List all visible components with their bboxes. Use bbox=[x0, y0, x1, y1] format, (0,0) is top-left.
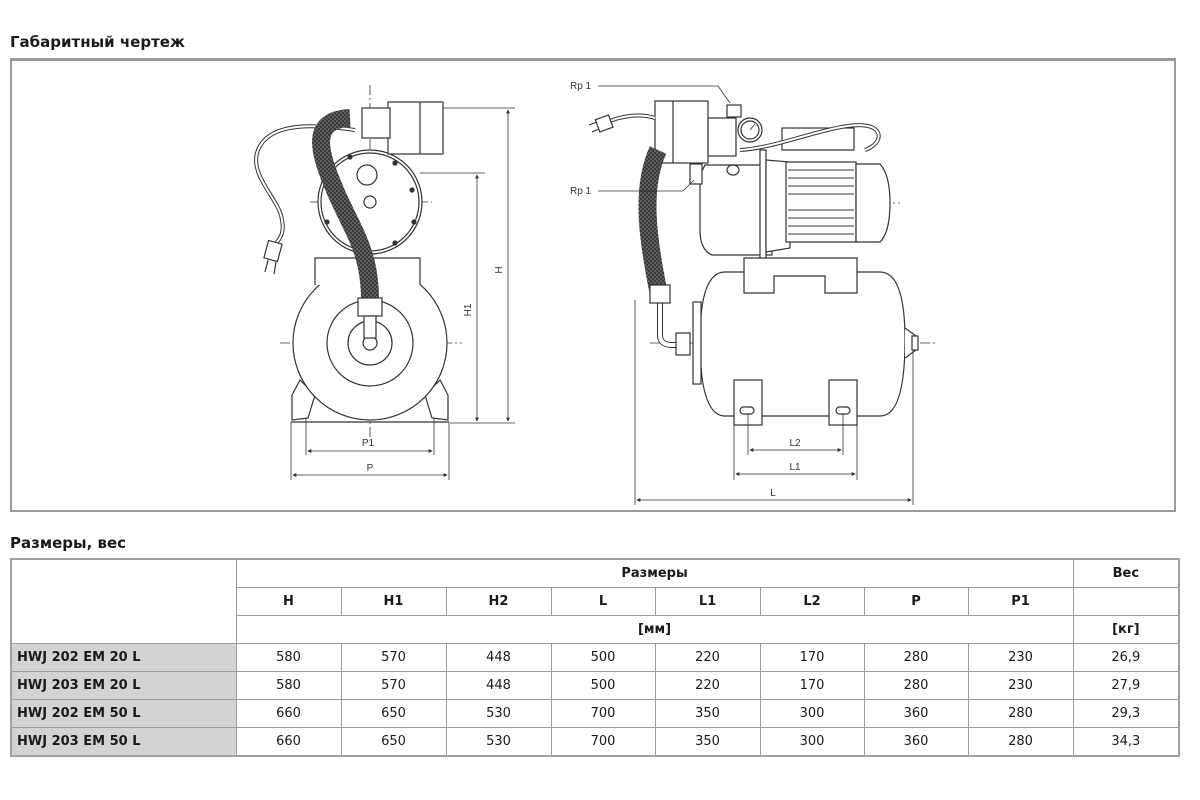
model-name: HWJ 203 EM 50 L bbox=[10, 727, 237, 757]
cell-l: 700 bbox=[550, 727, 656, 757]
dimensions-group-header: Размеры bbox=[235, 558, 1074, 588]
cell-p1: 230 bbox=[967, 671, 1074, 700]
cell-p: 280 bbox=[863, 643, 969, 672]
cell-h: 580 bbox=[235, 643, 342, 672]
table-row: HWJ 203 EM 20 L 580 570 448 500 220 170 … bbox=[10, 671, 1180, 700]
pressure-fitting bbox=[361, 107, 391, 139]
label-rp1-discharge: Rp 1 bbox=[570, 81, 592, 92]
suction-port bbox=[689, 163, 703, 185]
cell-h2: 530 bbox=[445, 727, 552, 757]
power-plug-icon bbox=[263, 239, 283, 275]
label-h1: H1 bbox=[463, 303, 474, 316]
motor bbox=[785, 161, 857, 243]
pressure-switch-box bbox=[387, 101, 444, 155]
cell-h2: 448 bbox=[445, 671, 552, 700]
cell-h2: 448 bbox=[445, 643, 552, 672]
pump-bolts bbox=[324, 154, 417, 246]
cell-p: 280 bbox=[863, 671, 969, 700]
column-header: L2 bbox=[759, 587, 865, 616]
model-name: HWJ 202 EM 20 L bbox=[10, 643, 237, 672]
cell-p1: 230 bbox=[967, 643, 1074, 672]
column-header: P bbox=[863, 587, 969, 616]
front-view bbox=[254, 85, 515, 480]
pressure-tank bbox=[699, 271, 906, 417]
label-l: L bbox=[770, 488, 776, 499]
braided-hose bbox=[312, 109, 379, 301]
model-name: HWJ 202 EM 50 L bbox=[10, 699, 237, 728]
label-h: H bbox=[494, 266, 505, 273]
table-group-header-row: Размеры Вес bbox=[10, 558, 1180, 644]
pressure-fitting bbox=[707, 117, 737, 157]
cell-h: 580 bbox=[235, 671, 342, 700]
motor-fins bbox=[788, 169, 854, 235]
table-row: HWJ 203 EM 50 L 660 650 530 700 350 300 … bbox=[10, 727, 1180, 757]
column-header: P1 bbox=[967, 587, 1074, 616]
table-row: HWJ 202 EM 20 L 580 570 448 500 220 170 … bbox=[10, 643, 1180, 672]
cell-l: 700 bbox=[550, 699, 656, 728]
cell-l: 500 bbox=[550, 643, 656, 672]
cell-l2: 170 bbox=[759, 643, 865, 672]
weight-header-spacer bbox=[1072, 587, 1180, 616]
drawing-frame bbox=[10, 58, 1176, 512]
cell-weight: 34,3 bbox=[1072, 727, 1180, 757]
tank-flange bbox=[692, 301, 702, 385]
dimensions-weight-table: Размеры Вес H H1 H2 L L1 L2 P P1 [мм] [к… bbox=[10, 558, 1181, 757]
weight-header: Вес bbox=[1072, 558, 1180, 588]
cell-h1: 650 bbox=[340, 699, 447, 728]
cell-h1: 570 bbox=[340, 671, 447, 700]
side-view bbox=[588, 85, 935, 505]
cell-l2: 300 bbox=[759, 699, 865, 728]
cell-p1: 280 bbox=[967, 699, 1074, 728]
weight-units: [кг] bbox=[1072, 615, 1180, 644]
cell-h1: 570 bbox=[340, 643, 447, 672]
cell-p: 360 bbox=[863, 727, 969, 757]
cell-l1: 220 bbox=[654, 643, 761, 672]
label-p: P bbox=[367, 463, 374, 474]
dimensions-units: [мм] bbox=[235, 615, 1074, 644]
column-header: H bbox=[235, 587, 342, 616]
table-corner-cell bbox=[10, 558, 237, 644]
cell-l: 500 bbox=[550, 671, 656, 700]
label-l1: L1 bbox=[789, 462, 801, 473]
table-row: HWJ 202 EM 50 L 660 650 530 700 350 300 … bbox=[10, 699, 1180, 728]
terminal-box bbox=[781, 127, 855, 151]
pump-body bbox=[699, 164, 773, 256]
table-column-header-row: H H1 H2 L L1 L2 P P1 bbox=[11, 587, 1180, 616]
cell-h2: 530 bbox=[445, 699, 552, 728]
cell-weight: 29,3 bbox=[1072, 699, 1180, 728]
pump-port-upper bbox=[356, 164, 378, 186]
cell-h: 660 bbox=[235, 699, 342, 728]
cell-l2: 170 bbox=[759, 671, 865, 700]
tank-top-support bbox=[743, 257, 858, 294]
cell-weight: 27,9 bbox=[1072, 671, 1180, 700]
pump-flange bbox=[759, 149, 767, 259]
model-name: HWJ 203 EM 20 L bbox=[10, 671, 237, 700]
label-rp1-suction: Rp 1 bbox=[570, 186, 592, 197]
motor-fan-cover bbox=[855, 163, 891, 243]
cell-l1: 220 bbox=[654, 671, 761, 700]
cell-p: 360 bbox=[863, 699, 969, 728]
cell-l1: 350 bbox=[654, 727, 761, 757]
column-header: H1 bbox=[340, 587, 447, 616]
cell-p1: 280 bbox=[967, 727, 1074, 757]
column-header: L bbox=[550, 587, 656, 616]
cell-l1: 350 bbox=[654, 699, 761, 728]
power-plug-icon bbox=[588, 114, 614, 133]
dimensional-drawing: H H1 P1 P bbox=[254, 81, 935, 505]
table-section-title: Размеры, вес bbox=[10, 534, 127, 552]
drawing-section-title: Габаритный чертеж bbox=[10, 33, 185, 51]
braided-hose bbox=[638, 146, 669, 302]
cell-h: 660 bbox=[235, 727, 342, 757]
label-l2: L2 bbox=[789, 438, 801, 449]
cell-h1: 650 bbox=[340, 727, 447, 757]
column-header: L1 bbox=[654, 587, 761, 616]
column-header: H2 bbox=[445, 587, 552, 616]
hose-fitting bbox=[357, 297, 383, 317]
pump-port-center bbox=[363, 195, 377, 209]
cell-l2: 300 bbox=[759, 727, 865, 757]
label-p1: P1 bbox=[362, 438, 375, 449]
cell-weight: 26,9 bbox=[1072, 643, 1180, 672]
